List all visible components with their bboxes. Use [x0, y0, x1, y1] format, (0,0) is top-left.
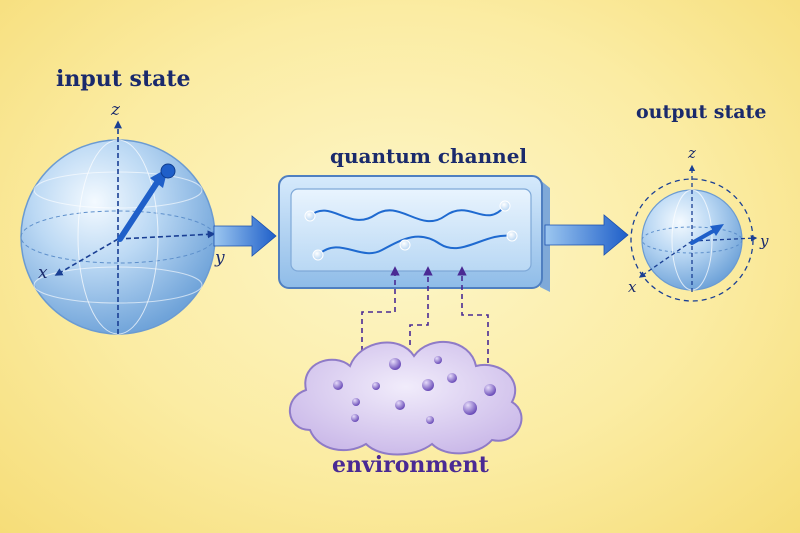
input-state-label: input state	[56, 66, 191, 92]
environment-particle	[352, 398, 360, 406]
output-y-axis-label: y	[760, 232, 769, 250]
environment-label: environment	[332, 452, 489, 478]
channel-node	[506, 230, 518, 242]
environment-particle	[372, 382, 380, 390]
environment-particle	[389, 358, 401, 370]
environment-particle	[422, 379, 434, 391]
input-y-axis	[117, 230, 216, 240]
environment-particle	[426, 416, 434, 424]
output-state-vector-head	[710, 224, 724, 236]
channel-node	[304, 210, 316, 222]
channel-wave-upper	[309, 205, 506, 223]
input-state-tip	[160, 163, 176, 179]
environment-cloud	[289, 340, 523, 456]
input-x-axis	[54, 238, 119, 276]
channel-node	[399, 239, 411, 251]
output-z-axis-label: z	[688, 144, 696, 162]
input-state-vector	[117, 175, 163, 242]
environment-particle	[447, 373, 457, 383]
environment-particle	[395, 400, 405, 410]
quantum-channel-box	[278, 175, 550, 292]
channel-box-inner	[290, 188, 532, 272]
environment-particle	[434, 356, 442, 364]
channel-wave-lower	[317, 234, 513, 256]
arrow-input-to-channel	[213, 215, 277, 257]
output-bloch-sphere	[630, 164, 758, 302]
input-y-axis-label: y	[215, 248, 225, 268]
arrow-channel-to-output	[544, 214, 629, 256]
input-z-axis-label: z	[111, 100, 120, 120]
output-y-axis	[691, 234, 758, 242]
output-state-vector	[690, 228, 717, 245]
environment-particle	[463, 401, 477, 415]
input-bloch-sphere	[20, 120, 216, 335]
channel-node	[499, 200, 511, 212]
environment-cloud-shape	[289, 340, 523, 456]
output-state-label: output state	[636, 101, 767, 123]
quantum-channel-label: quantum channel	[330, 144, 528, 168]
environment-particle	[333, 380, 343, 390]
output-sphere-equator	[641, 226, 743, 254]
output-x-axis	[638, 240, 693, 278]
output-x-axis-label: x	[628, 278, 637, 296]
environment-coupling-lines	[361, 266, 489, 372]
channel-node	[312, 249, 324, 261]
input-x-axis-label: x	[38, 263, 48, 283]
environment-particle	[484, 384, 496, 396]
environment-particle	[351, 414, 359, 422]
